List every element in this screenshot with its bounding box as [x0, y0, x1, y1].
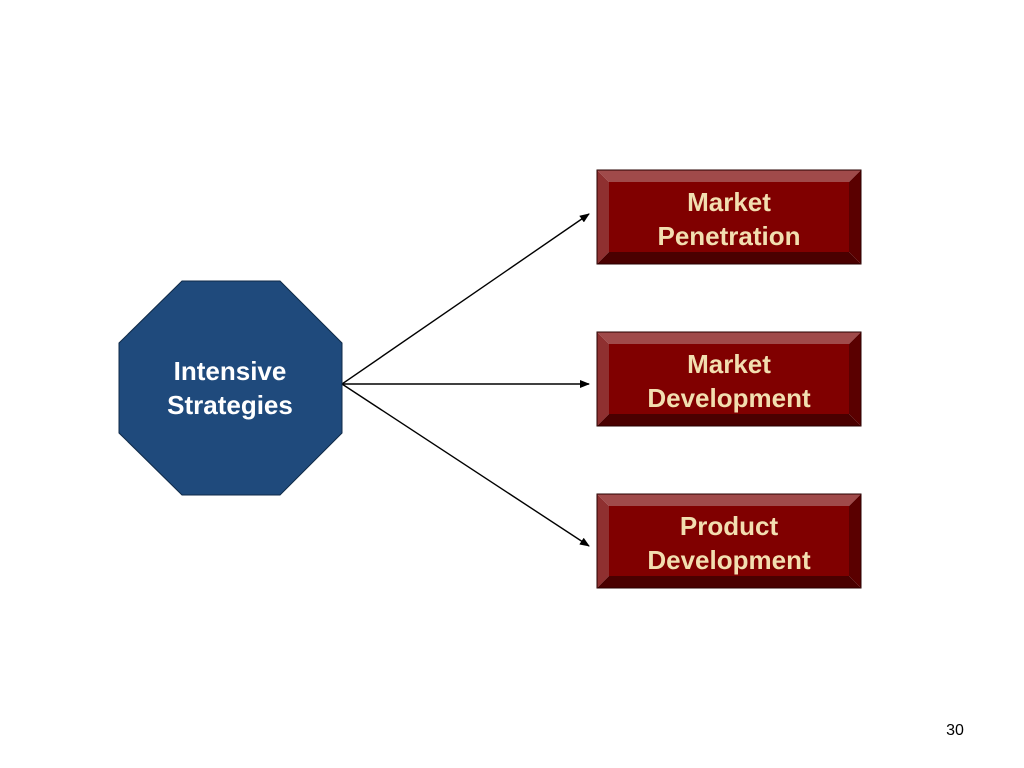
- arrow-to-market-penetration: [341, 213, 590, 385]
- bevel-left: [597, 494, 609, 588]
- bevel-right: [849, 170, 861, 264]
- bevel-left: [597, 332, 609, 426]
- box-label-line2: Development: [647, 545, 811, 575]
- bevel-top: [597, 170, 861, 182]
- box-label-line2: Penetration: [657, 221, 800, 251]
- bevel-right: [849, 494, 861, 588]
- box-label-line1: Market: [687, 349, 771, 379]
- bevel-bottom: [597, 576, 861, 588]
- market-development-box: Market Development: [596, 331, 862, 427]
- box-label-line2: Development: [647, 383, 811, 413]
- box-face: [609, 182, 849, 252]
- bevel-top: [597, 494, 861, 506]
- product-development-box: Product Development: [596, 493, 862, 589]
- bevel-bottom: [597, 414, 861, 426]
- arrow-to-product-development: [341, 383, 590, 547]
- center-label-line2: Strategies: [167, 390, 293, 420]
- bevel-bottom: [597, 252, 861, 264]
- bevel-left: [597, 170, 609, 264]
- intensive-strategies-node: Intensive Strategies: [118, 280, 343, 496]
- center-label-line1: Intensive: [174, 356, 287, 386]
- bevel-right: [849, 332, 861, 426]
- box-face: [609, 344, 849, 414]
- octagon-shape: [118, 280, 343, 496]
- box-label-line1: Market: [687, 187, 771, 217]
- box-label-line1: Product: [680, 511, 779, 541]
- market-penetration-box: Market Penetration: [596, 169, 862, 265]
- bevel-top: [597, 332, 861, 344]
- box-face: [609, 506, 849, 576]
- page-number: 30: [946, 722, 964, 739]
